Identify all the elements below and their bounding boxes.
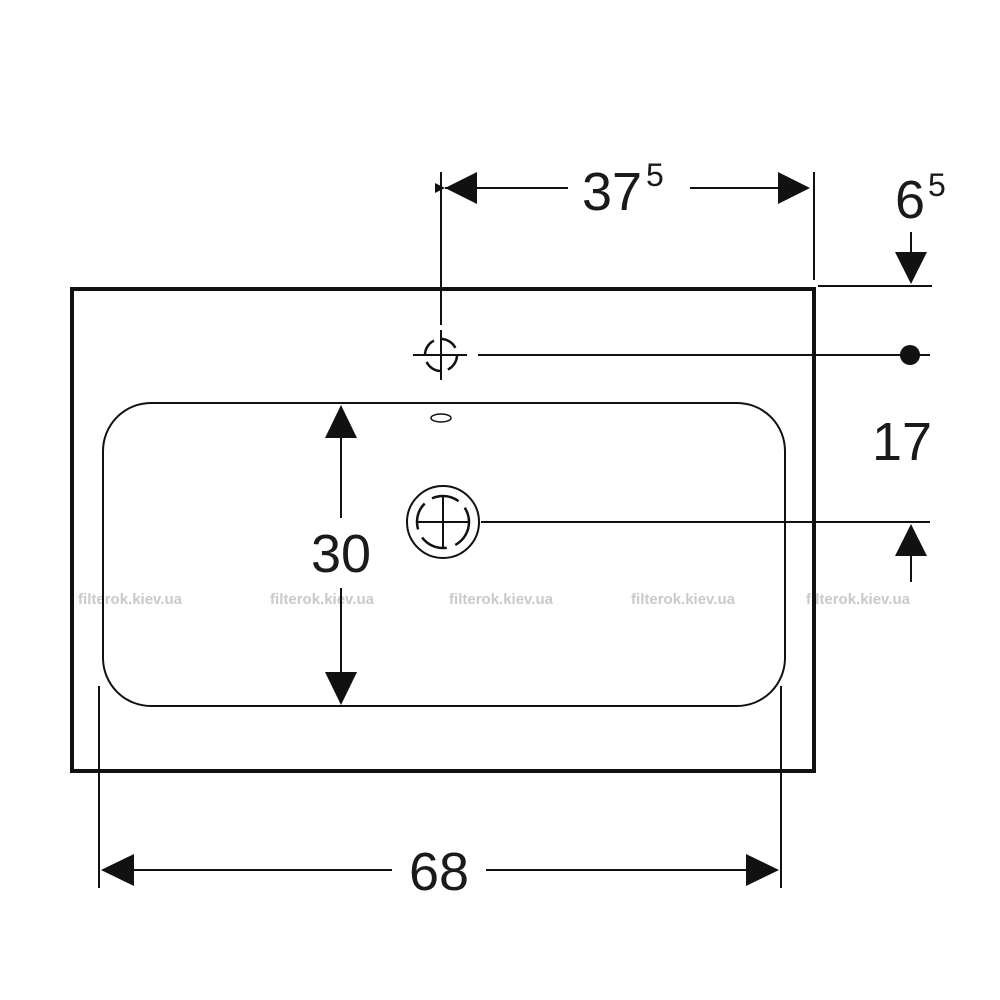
drain-symbol	[406, 485, 480, 559]
drain-distance-value: 17	[872, 412, 932, 472]
dimension-top-margin: 6 5	[895, 167, 946, 284]
watermark-text: filterok.kiev.ua	[270, 591, 375, 608]
watermark-text: filterok.kiev.ua	[806, 591, 911, 608]
tap-offset-superscript: 5	[646, 157, 664, 193]
dimension-inner-depth: 30	[311, 405, 371, 705]
basin-bowl-outline	[102, 402, 786, 707]
watermark-text: filterok.kiev.ua	[631, 591, 736, 608]
tap-reference-dot	[900, 345, 920, 365]
extension-lines	[98, 172, 932, 888]
overflow-hole	[430, 413, 452, 423]
watermark-row: filterok.kiev.ua filterok.kiev.ua filter…	[78, 591, 911, 608]
overall-width-value: 68	[409, 842, 469, 902]
basin-outer-outline	[70, 287, 816, 773]
watermark-text: filterok.kiev.ua	[449, 591, 554, 608]
dimension-overall-width: 68	[101, 842, 779, 902]
watermark-text: filterok.kiev.ua	[78, 591, 183, 608]
tap-offset-value: 37	[582, 162, 642, 222]
dimension-drain-distance: 17	[872, 412, 932, 582]
inner-depth-value: 30	[311, 524, 371, 584]
top-margin-superscript: 5	[928, 167, 946, 203]
dimension-tap-offset: 37 5	[435, 157, 810, 222]
tap-hole-symbol	[413, 330, 467, 380]
top-margin-value: 6	[895, 170, 925, 230]
